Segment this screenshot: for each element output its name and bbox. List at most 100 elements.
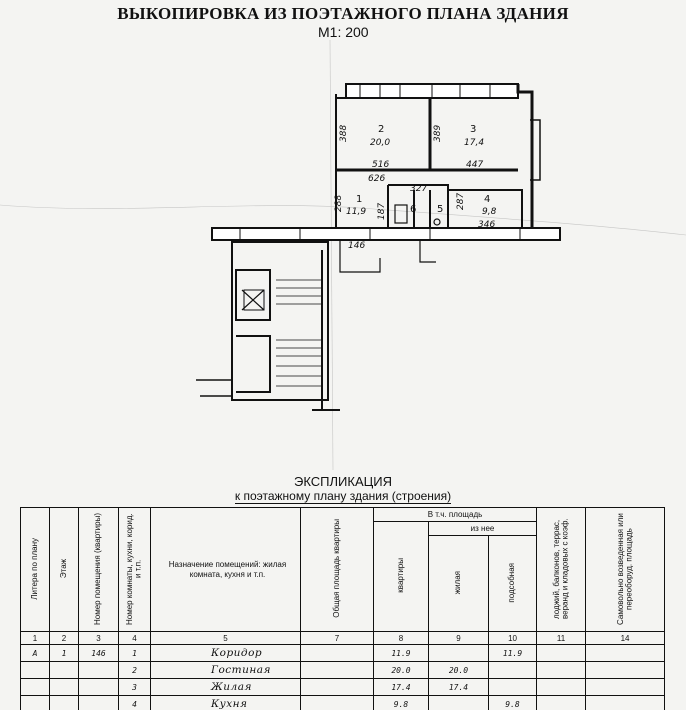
- header-samovol: Самовольно возведенная или переоборуд. п…: [585, 507, 666, 632]
- col-num: 11: [536, 631, 587, 645]
- cell-komn: 1: [118, 644, 151, 662]
- bathtub: [394, 204, 408, 224]
- cell-samovol: [585, 644, 666, 662]
- room-5-number: 5: [437, 204, 443, 215]
- header-obshaya: Общая площадь квартиры: [300, 507, 374, 632]
- cell-name: Гостиная: [150, 661, 301, 679]
- elevator-shaft: [235, 269, 271, 321]
- room-1-number: 1: [356, 194, 362, 205]
- cell-lodzhii: [536, 644, 587, 662]
- header-iz-nee: из нее: [427, 521, 538, 536]
- column-number-row: 1 2 3 4 5 7 8 9 10 11 14: [20, 631, 666, 645]
- floor-plan: 2 20,0 3 17,4 1 11,9 4 9,8 5 6 388 389 5…: [0, 39, 686, 470]
- apartment-walls: [335, 83, 552, 238]
- header-lodzhii: лоджий, балконов, террас, веранд и кладо…: [536, 507, 587, 632]
- col-num: 3: [78, 631, 119, 645]
- cell-litera: [20, 695, 50, 710]
- col-num: 2: [49, 631, 79, 645]
- dim-346: 346: [478, 220, 495, 230]
- table-row: А 1 146 1 Коридор 11.9 11.9: [20, 644, 666, 662]
- dim-287: 287: [456, 193, 466, 210]
- cell-etazh: [49, 695, 79, 710]
- header-podsobnaya: подсобная: [487, 535, 538, 632]
- room-1-area: 11,9: [346, 207, 366, 217]
- col-num: 1: [20, 631, 50, 645]
- room-3-number: 3: [470, 124, 476, 135]
- col-num: 9: [428, 631, 489, 645]
- table-row: 2 Гостиная 20.0 20.0: [20, 661, 666, 679]
- document-title: ВЫКОПИРОВКА ИЗ ПОЭТАЖНОГО ПЛАНА ЗДАНИЯ: [117, 4, 569, 23]
- cell-litera: [20, 661, 50, 679]
- cell-komn: 2: [118, 661, 151, 679]
- cell-lodzhii: [536, 695, 587, 710]
- cell-komn: 3: [118, 678, 151, 696]
- cell-obshaya: [300, 678, 374, 696]
- table-row: 4 Кухня 9.8 9.8: [20, 695, 666, 710]
- stairwell: [196, 241, 340, 411]
- cell-kv: 9.8: [373, 695, 429, 710]
- room-2-number: 2: [378, 124, 384, 135]
- cell-obshaya: [300, 644, 374, 662]
- explication-table: Литера по плану Этаж Номер помещения (кв…: [20, 507, 666, 710]
- dim-288: 288: [334, 195, 344, 212]
- col-num: 5: [150, 631, 301, 645]
- room-6-number: 6: [410, 204, 416, 215]
- cell-litera: [20, 678, 50, 696]
- cell-kv: 11.9: [373, 644, 429, 662]
- header-etazh: Этаж: [49, 507, 79, 632]
- header-v-tch: В т.ч. площадь: [372, 507, 538, 522]
- cell-etazh: 1: [49, 644, 79, 662]
- cell-pods: [487, 678, 538, 696]
- header-naznachenie: Назначение помещений: жилая комната, кух…: [150, 507, 301, 632]
- col-num: 10: [487, 631, 538, 645]
- cell-name: Коридор: [150, 644, 301, 662]
- table-row: 3 Жилая 17.4 17.4: [20, 678, 666, 696]
- cell-pods: [487, 661, 538, 679]
- cell-pods: 11.9: [487, 644, 538, 662]
- building-corridor: [211, 227, 561, 273]
- cell-lodzhii: [536, 678, 587, 696]
- cell-komn: 4: [118, 695, 151, 710]
- header-kvartiry: квартиры: [373, 521, 429, 632]
- dim-626: 626: [368, 174, 385, 184]
- cell-zh: [428, 644, 489, 662]
- dim-187: 187: [377, 203, 387, 220]
- cell-pom: 146: [78, 644, 119, 662]
- room-2-area: 20,0: [370, 138, 390, 148]
- col-num: 14: [585, 631, 666, 645]
- dim-516: 516: [372, 160, 389, 170]
- room-4-number: 4: [484, 194, 490, 205]
- explication-subtitle: к поэтажному плану здания (строения): [234, 489, 452, 504]
- scale-label: М1: 200: [318, 24, 369, 40]
- col-num: 4: [118, 631, 151, 645]
- cell-obshaya: [300, 695, 374, 710]
- cell-name: Жилая: [150, 678, 301, 696]
- cell-litera: А: [20, 644, 50, 662]
- room-4-area: 9,8: [482, 207, 497, 217]
- cell-kv: 20.0: [373, 661, 429, 679]
- cell-samovol: [585, 695, 666, 710]
- cell-zh: 17.4: [428, 678, 489, 696]
- cell-etazh: [49, 678, 79, 696]
- cell-zh: 20.0: [428, 661, 489, 679]
- dim-389: 389: [433, 125, 443, 142]
- cell-zh: [428, 695, 489, 710]
- cell-pom: [78, 661, 119, 679]
- cell-pods: 9.8: [487, 695, 538, 710]
- cell-kv: 17.4: [373, 678, 429, 696]
- room-3-area: 17,4: [464, 138, 484, 148]
- header-nomer-komn: Номер комнаты, кухни, корид. и т.п.: [118, 507, 151, 632]
- header-row-1: Литера по плану Этаж Номер помещения (кв…: [20, 507, 666, 632]
- col-num: 7: [300, 631, 374, 645]
- explication-title: ЭКСПЛИКАЦИЯ: [294, 474, 392, 489]
- fold-lines: [0, 39, 686, 470]
- cell-name: Кухня: [150, 695, 301, 710]
- header-nomer-pom: Номер помещения (квартиры): [78, 507, 119, 632]
- cell-lodzhii: [536, 661, 587, 679]
- cell-obshaya: [300, 661, 374, 679]
- room-labels: 2 20,0 3 17,4 1 11,9 4 9,8 5 6: [346, 124, 497, 217]
- cell-samovol: [585, 661, 666, 679]
- cell-samovol: [585, 678, 666, 696]
- header-zhilaya: жилая: [428, 535, 489, 632]
